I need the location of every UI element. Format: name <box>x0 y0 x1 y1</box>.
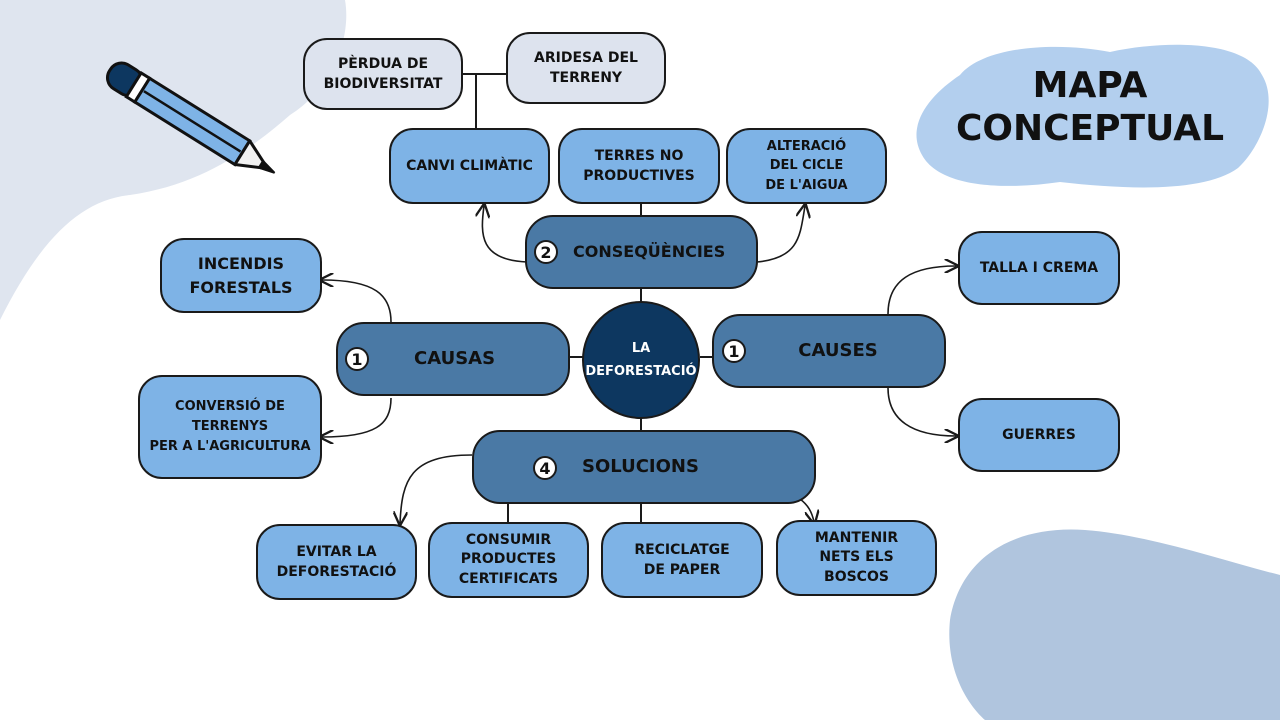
connector-arrows <box>322 206 956 523</box>
number-badge-consequences: 2 <box>534 240 558 264</box>
node-clean-forests: MANTENIR NETS ELS BOSCOS <box>776 520 937 596</box>
node-avoid-deforestation: EVITAR LA DEFORESTACIÓ <box>256 524 417 600</box>
node-soil-aridity: ARIDESA DEL TERRENY <box>506 32 666 104</box>
number-badge-solutions: 4 <box>533 456 557 480</box>
node-climate-change: CANVI CLIMÀTIC <box>389 128 550 204</box>
pencil-icon <box>105 61 276 174</box>
central-concept: LA DEFORESTACIÓ <box>582 301 700 419</box>
number-badge-causas: 1 <box>345 347 369 371</box>
branch-causas: CAUSAS <box>336 322 570 396</box>
branch-solutions-label: SOLUCIONS <box>582 455 699 477</box>
node-biodiversity-loss: PÈRDUA DE BIODIVERSITAT <box>303 38 463 110</box>
background-blob-bottom-right <box>949 529 1280 720</box>
branch-causes-label: CAUSES <box>798 339 878 361</box>
node-paper-recycling: RECICLATGE DE PAPER <box>601 522 763 598</box>
background-blob-title <box>916 44 1269 188</box>
node-wars: GUERRES <box>958 398 1120 472</box>
branch-causes: CAUSES <box>712 314 946 388</box>
background-blob-top-left <box>0 0 347 320</box>
number-badge-causes: 1 <box>722 339 746 363</box>
node-agricultural-conversion: CONVERSIÓ DE TERRENYS PER A L'AGRICULTUR… <box>138 375 322 479</box>
node-unproductive-lands: TERRES NO PRODUCTIVES <box>558 128 720 204</box>
title-line-1: MAPA <box>1032 65 1148 106</box>
branch-consequences-label: CONSEQÜÈNCIES <box>573 242 726 262</box>
branch-consequences: CONSEQÜÈNCIES <box>525 215 758 289</box>
title-line-2: CONCEPTUAL <box>955 108 1225 150</box>
node-forest-fires: INCENDIS FORESTALS <box>160 238 322 313</box>
connector-lines <box>462 73 713 524</box>
node-slash-and-burn: TALLA I CREMA <box>958 231 1120 305</box>
node-certified-products: CONSUMIR PRODUCTES CERTIFICATS <box>428 522 589 598</box>
node-water-cycle: ALTERACIÓ DEL CICLE DE L'AIGUA <box>726 128 887 204</box>
branch-solutions: SOLUCIONS <box>472 430 816 504</box>
branch-causas-label: CAUSAS <box>414 347 496 369</box>
page-title: MAPA CONCEPTUAL <box>955 64 1225 150</box>
